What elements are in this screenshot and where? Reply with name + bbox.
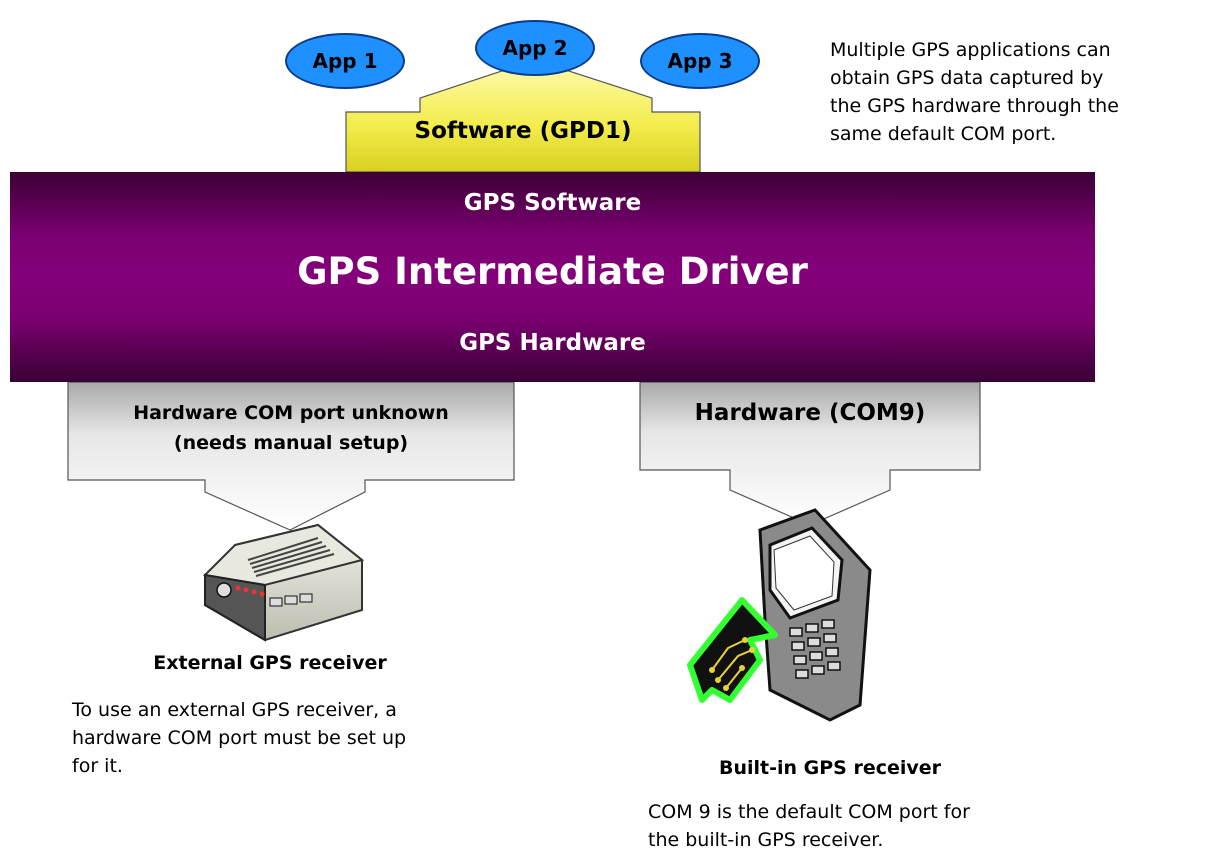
built-in-receiver-note: COM 9 is the default COM port for the bu… bbox=[648, 798, 1068, 854]
external-note-line-2: hardware COM port must be set up bbox=[72, 727, 407, 749]
external-receiver-icon bbox=[202, 523, 365, 642]
external-receiver-note: To use an external GPS receiver, a hardw… bbox=[72, 696, 492, 780]
driver-software-label: GPS Software bbox=[463, 190, 642, 216]
top-note-line-2: obtain GPS data captured by bbox=[830, 67, 1104, 89]
built-in-receiver-title: Built-in GPS receiver bbox=[718, 757, 942, 779]
left-hardware-arrow bbox=[67, 381, 515, 531]
top-note-line-3: the GPS hardware through the bbox=[830, 95, 1119, 117]
gps-chip-icon bbox=[687, 597, 778, 703]
left-arrow-label-line-1: Hardware COM port unknown bbox=[133, 402, 449, 424]
left-arrow-label: Hardware COM port unknown (needs manual … bbox=[68, 398, 514, 458]
right-hardware-arrow bbox=[639, 381, 981, 526]
top-note: Multiple GPS applications can obtain GPS… bbox=[830, 36, 1210, 148]
app-2-bubble: App 2 bbox=[475, 20, 595, 76]
gps-intermediate-driver-band: GPS Software GPS Intermediate Driver GPS… bbox=[10, 172, 1095, 382]
software-up-arrow bbox=[345, 59, 701, 173]
app-3-label: App 3 bbox=[667, 49, 733, 73]
app-1-bubble: App 1 bbox=[285, 33, 405, 89]
driver-main-label: GPS Intermediate Driver bbox=[297, 250, 808, 293]
right-arrow-label: Hardware (COM9) bbox=[694, 400, 926, 426]
software-arrow-label: Software (GPD1) bbox=[414, 118, 632, 144]
top-note-line-1: Multiple GPS applications can bbox=[830, 39, 1111, 61]
external-note-line-3: for it. bbox=[72, 755, 123, 777]
built-in-note-line-2: the built-in GPS receiver. bbox=[648, 829, 884, 851]
app-3-bubble: App 3 bbox=[640, 33, 760, 89]
external-receiver-title: External GPS receiver bbox=[153, 652, 387, 674]
app-1-label: App 1 bbox=[312, 49, 378, 73]
top-note-line-4: same default COM port. bbox=[830, 123, 1057, 145]
driver-hardware-label: GPS Hardware bbox=[459, 330, 646, 356]
built-in-receiver-icon bbox=[687, 508, 872, 722]
external-note-line-1: To use an external GPS receiver, a bbox=[72, 699, 397, 721]
app-2-label: App 2 bbox=[502, 36, 568, 60]
built-in-note-line-1: COM 9 is the default COM port for bbox=[648, 801, 970, 823]
left-arrow-label-line-2: (needs manual setup) bbox=[173, 432, 409, 454]
